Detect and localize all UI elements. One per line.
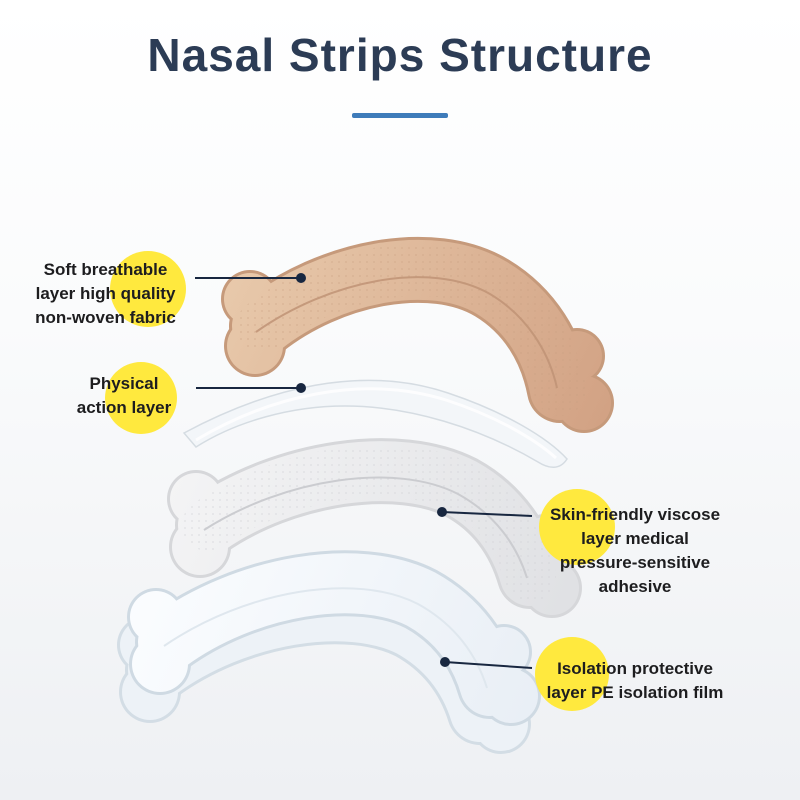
- callout-line: [441, 511, 533, 517]
- callout-dot: [437, 507, 447, 517]
- callout-label-physical: Physical action layer: [76, 374, 172, 417]
- highlight-circle-film: [535, 637, 609, 711]
- callout-dot: [296, 383, 306, 393]
- page-title: Nasal Strips Structure: [147, 29, 653, 81]
- layer-pe-film: [127, 550, 541, 726]
- fabric-seam-line: [255, 276, 558, 389]
- layer-physical-action: [182, 379, 568, 468]
- callout-dot: [296, 273, 306, 283]
- title-divider: [352, 113, 448, 118]
- physical-action-highlight: [195, 387, 558, 460]
- adhesive-seam-line: [203, 476, 528, 579]
- film-seam-line: [163, 587, 488, 689]
- highlight-circle-physical: [105, 362, 177, 434]
- callout-dot: [440, 657, 450, 667]
- callout-line: [444, 661, 533, 669]
- callout-nonwoven-connector: [195, 273, 306, 283]
- callout-physical-connector: [196, 383, 306, 393]
- callout-adhesive-connector: [437, 507, 533, 517]
- callout-label-nonwoven: Soft breathable layer high quality non-w…: [35, 260, 176, 327]
- adhesive-texture: [182, 445, 556, 602]
- fabric-texture: [236, 243, 586, 416]
- film-band: [138, 553, 520, 716]
- highlight-circle-adhesive: [539, 489, 615, 565]
- callout-film-connector: [440, 657, 533, 669]
- callout-label-adhesive: Skin-friendly viscose layer medical pres…: [549, 505, 721, 596]
- layer-nonwoven-fabric: [221, 236, 614, 433]
- highlight-circle-nonwoven: [110, 251, 186, 327]
- callout-label-film: Isolation protective layer PE isolation …: [546, 659, 724, 702]
